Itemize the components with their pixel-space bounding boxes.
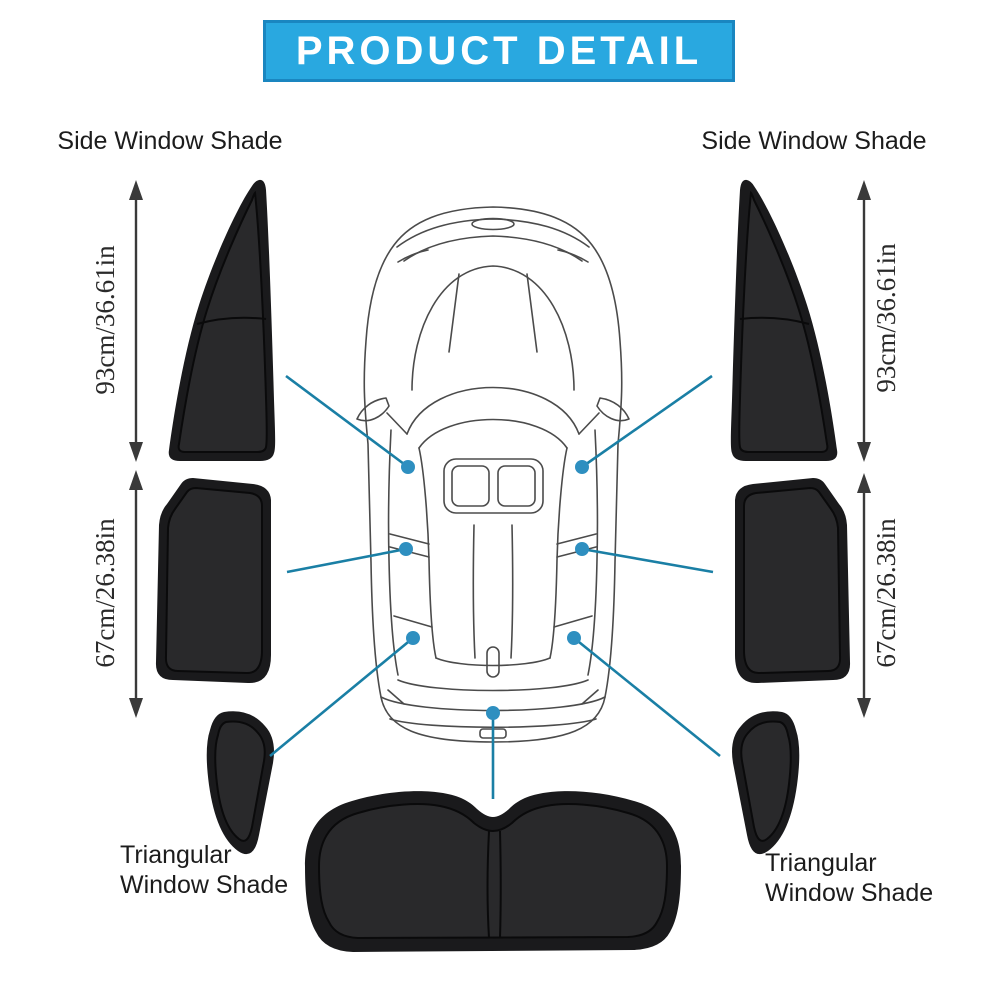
callout-dot-front-left <box>401 460 415 474</box>
callout-line-front-right <box>581 374 713 469</box>
callout-line-quarter-left <box>269 636 414 758</box>
callout-line-rear-right <box>581 547 714 574</box>
callout-dot-rear-right <box>575 542 589 556</box>
front-side-window-shade-image-right <box>729 178 839 462</box>
callout-dot-front-right <box>575 460 589 474</box>
product-detail-banner: PRODUCT DETAIL <box>263 20 735 82</box>
measurement-front-left: 93cm/36.61in <box>90 245 120 395</box>
triangular-window-shade-image-right <box>731 710 801 856</box>
measurement-rear-left: 67cm/26.38in <box>90 518 120 668</box>
measurement-arrow-rear-right-icon <box>857 473 871 718</box>
measurement-arrow-front-right-icon <box>857 180 871 462</box>
rear-side-window-shade-image-right <box>734 477 852 685</box>
triangular-window-shade-image <box>206 711 274 855</box>
triangular-window-shade-label-left: Triangular Window Shade <box>120 841 289 899</box>
side-window-shade-label-right: Side Window Shade <box>701 127 927 155</box>
measurement-arrow-front-left-icon <box>129 180 143 462</box>
callout-connectors <box>269 374 721 799</box>
callout-dot-quarter-right <box>567 631 581 645</box>
side-window-shade-label-left: Side Window Shade <box>57 127 283 155</box>
callout-dot-quarter-left <box>406 631 420 645</box>
callout-line-quarter-right <box>573 636 721 758</box>
measurement-front-right: 93cm/36.61in <box>871 243 901 393</box>
callout-line-front-left <box>285 374 409 469</box>
rear-window-shade-image <box>305 791 681 952</box>
banner-title: PRODUCT DETAIL <box>295 28 703 73</box>
front-side-window-shade-image <box>168 179 276 461</box>
measurement-rear-right: 67cm/26.38in <box>871 518 901 668</box>
callout-line-rear-left <box>286 547 407 574</box>
measurement-arrow-rear-left-icon <box>129 470 143 718</box>
callout-dot-rear-window <box>486 706 500 720</box>
triangular-window-shade-label-right: Triangular Window Shade <box>765 849 934 907</box>
rear-side-window-shade-image <box>155 478 271 684</box>
car-top-view-illustration <box>356 206 630 743</box>
callout-dot-rear-left <box>399 542 413 556</box>
